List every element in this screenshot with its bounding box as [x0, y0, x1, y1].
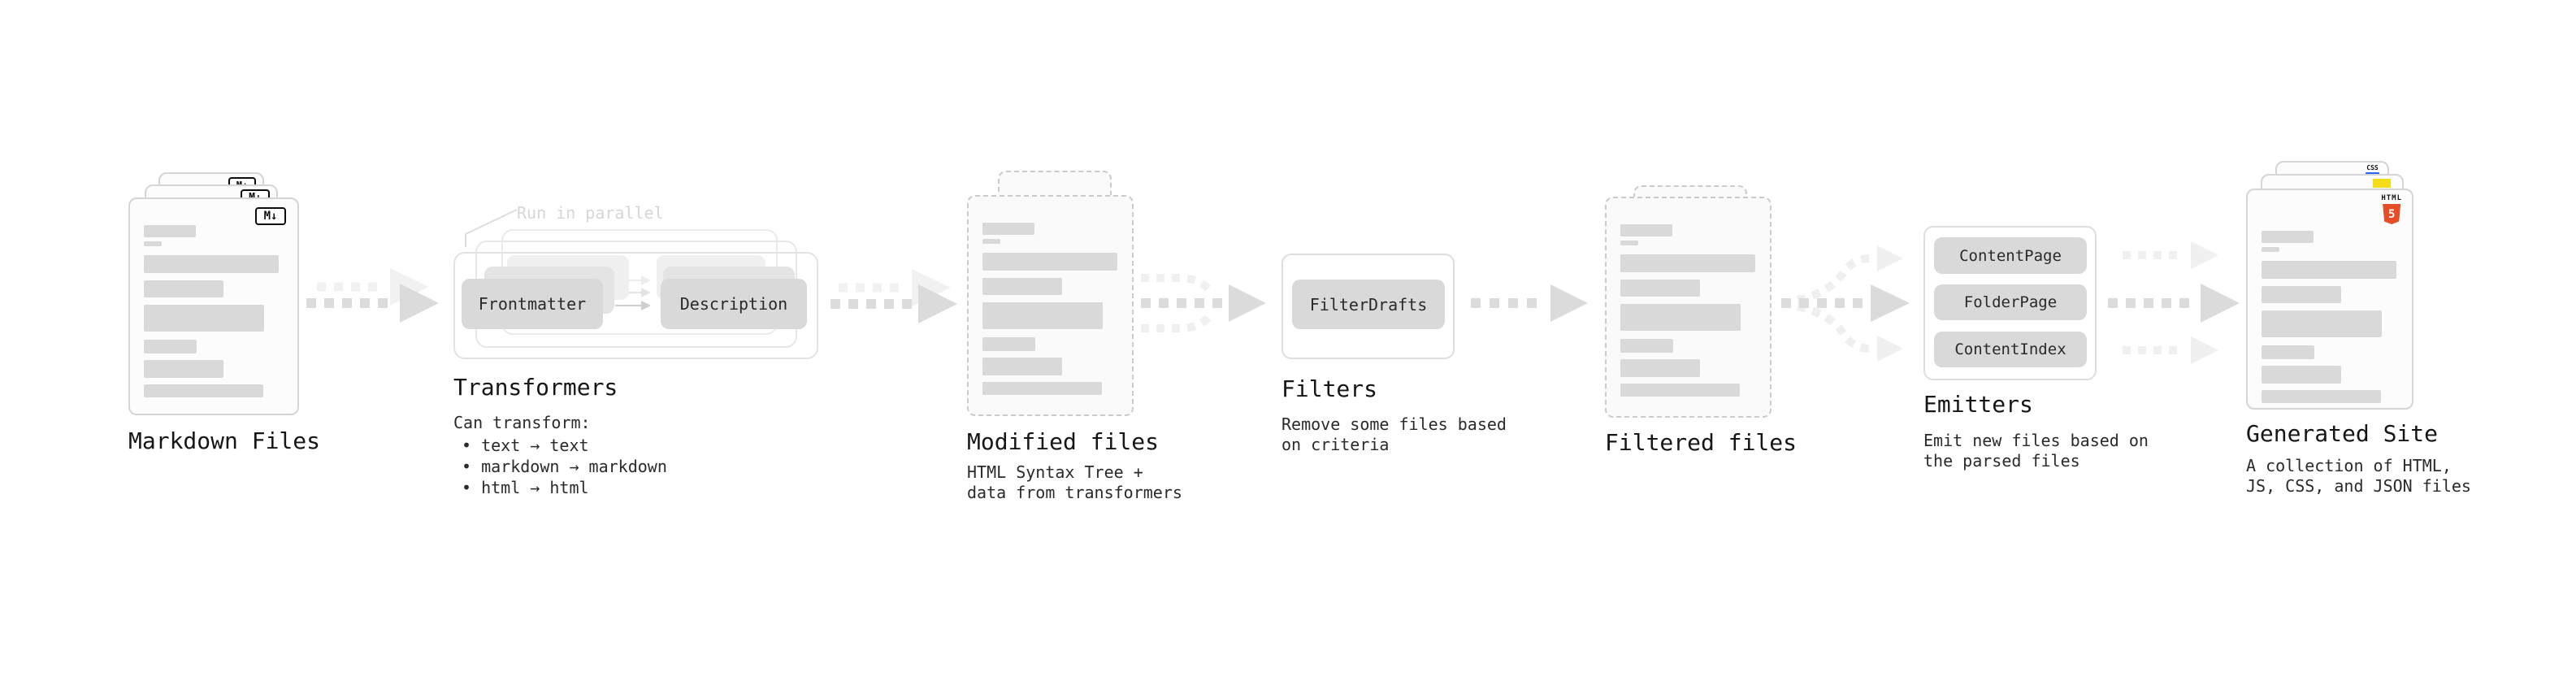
skeleton-bar — [144, 241, 162, 246]
skeleton-bar — [144, 255, 279, 273]
skeleton-bar — [2262, 310, 2382, 337]
skeleton-bar — [982, 223, 1034, 235]
skeleton-bar — [144, 225, 196, 237]
skeleton-bar — [982, 278, 1062, 295]
transformer-box-front — [453, 252, 818, 359]
skeleton-bar — [982, 239, 1000, 244]
transformers-bullet: • text → text — [462, 436, 589, 455]
contentindex-pill: ContentIndex — [1934, 332, 2087, 367]
filterdrafts-pill: FilterDrafts — [1292, 280, 1445, 329]
skeleton-bar — [2262, 231, 2314, 243]
contentpage-pill: ContentPage — [1934, 237, 2087, 274]
skeleton-bar — [982, 337, 1035, 351]
modified-desc-line: data from transformers — [967, 483, 1182, 502]
section-title-emitters: Emitters — [1923, 391, 2033, 418]
section-title-filters: Filters — [1281, 375, 1378, 402]
skeleton-bar — [1620, 224, 1672, 236]
dashed-arrows-emitters-to-site-icon — [2108, 241, 2240, 364]
run-in-parallel-note: Run in parallel — [517, 203, 664, 223]
transformers-bullet: • html → html — [462, 478, 589, 497]
skeleton-bar — [2262, 286, 2341, 303]
css-label: CSS — [2366, 164, 2379, 171]
css-underline — [2366, 172, 2379, 175]
html5-label: HTML — [2381, 194, 2402, 202]
emitters-desc-line: the parsed files — [1923, 451, 2080, 471]
html5-shield: 5 — [2383, 204, 2401, 224]
skeleton-bar — [982, 253, 1117, 271]
skeleton-bar — [1620, 359, 1700, 377]
skeleton-bar — [144, 280, 223, 297]
skeleton-bar — [1620, 254, 1755, 272]
frontmatter-pill: Frontmatter — [462, 279, 603, 329]
modified-desc-line: HTML Syntax Tree + — [967, 462, 1143, 482]
html5-numeral: 5 — [2387, 207, 2396, 221]
merge-arrows-modified-to-filters-icon — [1141, 274, 1266, 332]
css-icon: CSS — [2366, 165, 2379, 175]
generated-desc-line: JS, CSS, and JSON files — [2246, 476, 2471, 496]
file-skeleton-content — [969, 197, 1132, 395]
section-title-filtered: Filtered files — [1605, 429, 1798, 456]
skeleton-bar — [1620, 384, 1740, 397]
html5-icon: HTML 5 — [2381, 195, 2402, 224]
filters-desc-line: Remove some files based — [1281, 414, 1507, 434]
file-skeleton-content — [2248, 190, 2412, 403]
section-title-transformers: Transformers — [453, 374, 618, 401]
description-pill: Description — [661, 279, 807, 329]
markdown-icon: M↓ — [255, 207, 286, 225]
section-title-markdown: Markdown Files — [128, 427, 321, 454]
section-title-modified: Modified files — [967, 428, 1160, 455]
dashed-arrow-markdown-to-transformers-icon — [306, 268, 439, 323]
run-in-parallel-leader-line — [465, 209, 518, 247]
skeleton-bar — [2262, 390, 2381, 403]
skeleton-bar — [2262, 366, 2341, 384]
skeleton-bar — [2262, 247, 2279, 252]
skeleton-bar — [1620, 339, 1673, 353]
emitters-desc-line: Emit new files based on — [1923, 431, 2149, 450]
javascript-icon — [2373, 179, 2391, 188]
skeleton-bar — [1620, 241, 1638, 245]
filtered-file-card-front — [1605, 197, 1772, 418]
skeleton-bar — [2262, 261, 2396, 279]
skeleton-bar — [144, 305, 264, 332]
file-skeleton-content — [130, 199, 297, 397]
skeleton-bar — [982, 358, 1062, 375]
skeleton-bar — [144, 384, 263, 397]
skeleton-bar — [1620, 304, 1741, 331]
dashed-arrow-filters-to-filtered-icon — [1471, 284, 1588, 322]
site-file-card-front: HTML 5 — [2246, 189, 2413, 410]
transformers-bullet: • markdown → markdown — [462, 457, 667, 476]
section-title-generated: Generated Site — [2246, 420, 2439, 447]
file-skeleton-content — [1607, 198, 1770, 397]
folderpage-pill: FolderPage — [1934, 284, 2087, 320]
markdown-file-card-front: M↓ — [128, 197, 299, 415]
skeleton-bar — [982, 382, 1102, 395]
skeleton-bar — [144, 360, 223, 378]
filters-desc-line: on criteria — [1281, 435, 1390, 454]
dashed-arrow-transformers-to-modified-icon — [830, 269, 957, 323]
skeleton-bar — [144, 340, 197, 354]
skeleton-bar — [2262, 345, 2314, 359]
transformers-desc-heading: Can transform: — [453, 413, 591, 432]
generated-desc-line: A collection of HTML, — [2246, 456, 2452, 475]
split-arrows-filtered-to-emitters-icon — [1781, 245, 1910, 362]
modified-file-card-front — [967, 195, 1134, 416]
skeleton-bar — [982, 302, 1103, 329]
skeleton-bar — [1620, 280, 1700, 297]
